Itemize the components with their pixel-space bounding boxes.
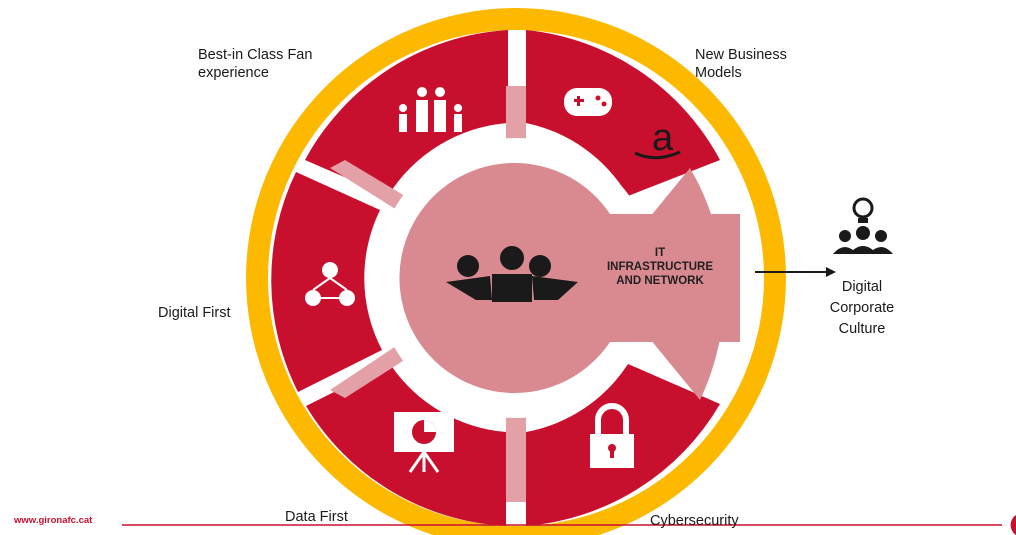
center-title-line2: INFRASTRUCTURE [606,261,714,273]
spoke-bottom [506,392,526,502]
label-digital-first: Digital First [158,305,231,321]
output-arrowhead [826,267,836,277]
label-culture: Digital Corporate Culture [808,277,916,340]
label-fan: Best-in Class Fan experience [198,46,312,82]
center-hub [399,162,740,393]
idea-team-icon [833,197,893,254]
center-title-line1: IT [654,247,666,259]
spoke-upper-left [330,160,420,215]
segment-digital-first [271,172,382,392]
presentation-chart-icon [394,412,454,473]
segment-fan [305,30,508,196]
center-title: IT INFRASTRUCTURE AND NETWORK [580,246,740,288]
label-business: New Business Models [695,46,787,82]
gamepad-icon [564,88,612,116]
label-business-line2: Models [695,65,742,81]
label-data-first: Data First [285,509,348,525]
spoke-lower-left [330,340,420,398]
footer-url[interactable]: www.gironafc.cat [14,515,93,526]
team-icon [446,246,578,302]
center-title-line3: AND NETWORK [616,275,704,287]
label-culture-line2: Corporate [829,300,895,316]
people-network-icon [305,262,355,306]
label-cybersecurity: Cybersecurity [650,513,739,529]
label-culture-line1: Digital [841,279,883,295]
padlock-icon [590,403,634,468]
footer-dot [1010,515,1016,535]
label-business-line1: New Business [695,47,787,63]
label-fan-line2: experience [198,65,269,81]
family-icon [399,87,462,132]
label-fan-line1: Best-in Class Fan [198,47,313,63]
amazon-logo: a [634,117,681,160]
label-culture-line3: Culture [838,321,886,337]
svg-text:a: a [652,117,674,159]
